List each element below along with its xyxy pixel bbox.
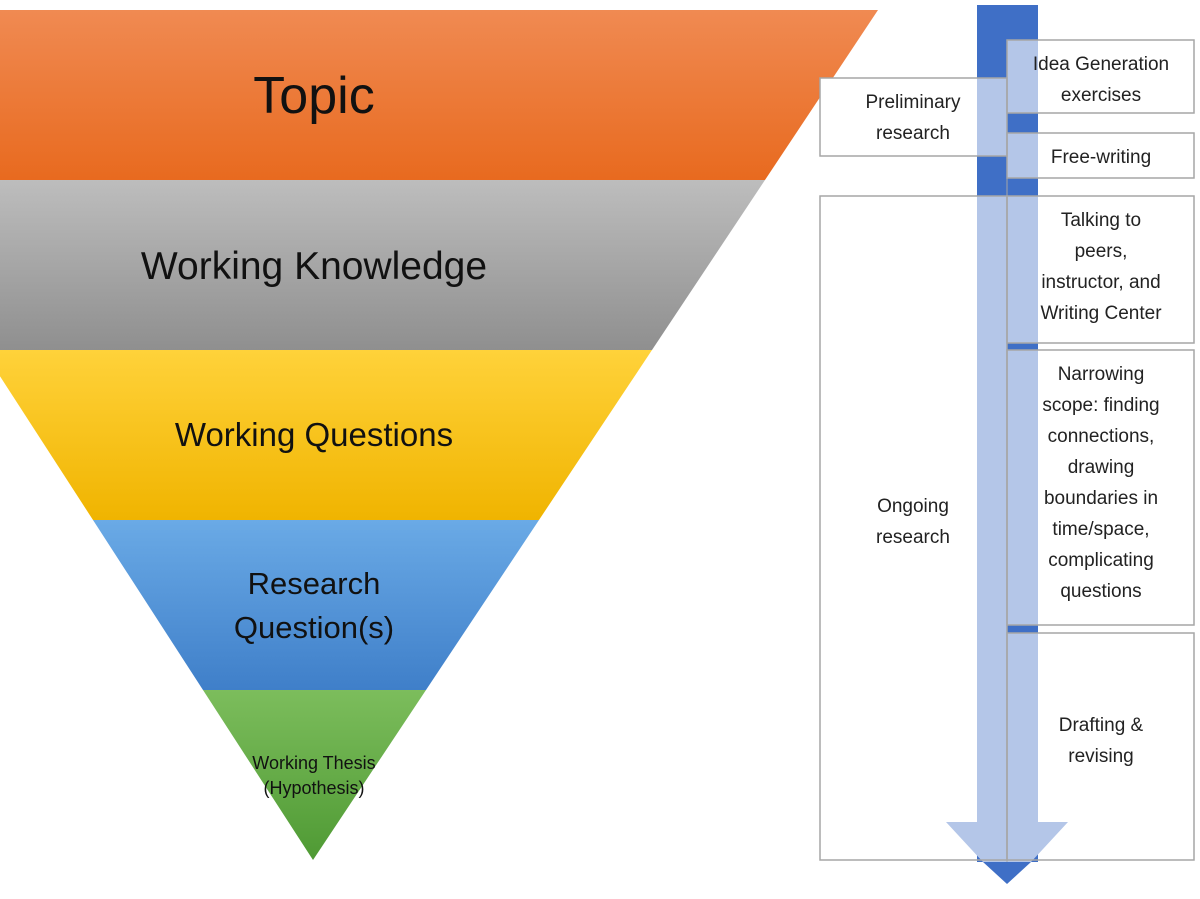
narrowing-line7: complicating [1048, 550, 1154, 571]
funnel-label-research-line1: Research [248, 566, 381, 601]
process-panel: Preliminary research Ongoing research Id… [819, 5, 1195, 884]
box-idea-generation [1006, 39, 1195, 114]
preliminary-line2: research [876, 123, 950, 144]
light-arrow-segment [1007, 633, 1038, 822]
drafting-line2: revising [1068, 746, 1133, 767]
box-drafting [1006, 632, 1195, 861]
ongoing-line1: Ongoing [877, 496, 949, 517]
light-arrow-segment [1007, 350, 1038, 625]
narrowing-line2: scope: finding [1042, 395, 1159, 416]
narrowing-line1: Narrowing [1058, 364, 1145, 385]
funnel-level-research-questions [93, 520, 539, 690]
drafting-line1: Drafting & [1059, 715, 1144, 736]
box-free-writing [1006, 132, 1195, 179]
idea-line2: exercises [1061, 85, 1141, 106]
free-writing-label: Free-writing [1051, 147, 1151, 168]
funnel: Topic Working Knowledge Working Question… [0, 10, 878, 860]
box-narrowing-scope [1006, 349, 1195, 626]
funnel-label-working-questions: Working Questions [175, 416, 453, 453]
funnel-level-working-knowledge [0, 180, 765, 350]
narrowing-line3: connections, [1048, 426, 1155, 447]
funnel-label-research-line2: Question(s) [234, 610, 394, 645]
box-talking [1006, 195, 1195, 344]
talking-line4: Writing Center [1040, 303, 1162, 324]
light-arrow-segment [977, 196, 1007, 822]
dark-arrow-tip [983, 862, 1031, 884]
ongoing-line2: research [876, 527, 950, 548]
talking-line1: Talking to [1061, 210, 1141, 231]
funnel-level-topic [0, 10, 878, 180]
talking-line2: peers, [1075, 241, 1128, 262]
light-arrow-segment [1007, 40, 1038, 113]
narrowing-line4: drawing [1068, 457, 1135, 478]
funnel-level-working-questions [0, 350, 652, 520]
narrowing-line6: time/space, [1052, 519, 1149, 540]
light-arrow-segment [977, 78, 1007, 156]
talking-line3: instructor, and [1041, 272, 1160, 293]
funnel-label-thesis-line1: Working Thesis [252, 753, 375, 773]
preliminary-line1: Preliminary [865, 92, 961, 113]
box-preliminary-research [819, 77, 1008, 157]
light-arrow-segment [1007, 133, 1038, 178]
funnel-label-working-knowledge: Working Knowledge [141, 245, 487, 288]
light-arrow-segment [1007, 196, 1038, 343]
idea-line1: Idea Generation [1033, 54, 1169, 75]
funnel-label-thesis-line2: (Hypothesis) [263, 778, 364, 798]
narrowing-line8: questions [1060, 581, 1141, 602]
funnel-label-topic: Topic [253, 67, 374, 125]
narrowing-line5: boundaries in [1044, 488, 1158, 509]
funnel-level-working-thesis [203, 690, 426, 860]
